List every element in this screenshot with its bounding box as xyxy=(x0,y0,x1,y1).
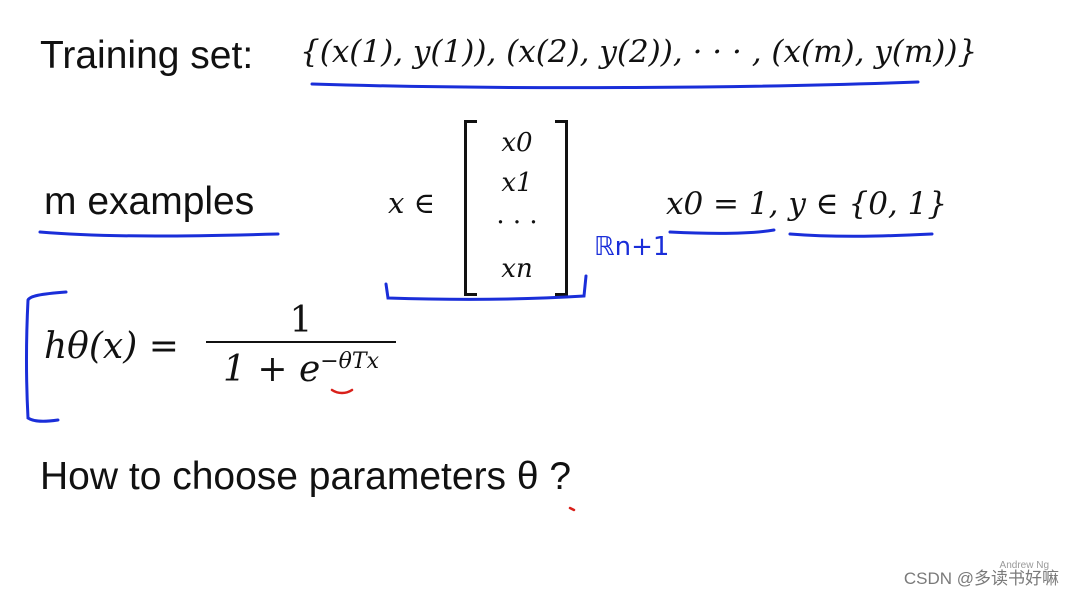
theta-red-mark xyxy=(330,388,354,395)
condition-expression: x0 = 1, y ∈ {0, 1} xyxy=(666,186,948,222)
vector-entry-n: xn xyxy=(501,254,533,284)
underline-x0 xyxy=(668,228,776,235)
watermark-text: CSDN @多读书好嘛 xyxy=(903,569,1059,588)
hypothesis-bracket xyxy=(25,290,68,423)
underline-y-set xyxy=(788,232,934,238)
underline-m-examples xyxy=(38,230,280,238)
vector-underbrace xyxy=(384,274,588,301)
denominator-exponent: −θTx xyxy=(320,349,380,374)
fraction-numerator: 1 xyxy=(289,300,313,341)
sigmoid-fraction: 1 1 + e−θTx xyxy=(206,300,396,390)
training-set-expression: {(x(1), y(1)), (x(2), y(2)), · · · , (x(… xyxy=(300,34,978,70)
vector-left-bracket xyxy=(464,120,477,296)
fraction-denominator: 1 + e−θTx xyxy=(206,341,396,390)
vector-entry-1: x1 xyxy=(501,168,533,198)
signature-text: Andrew Ng xyxy=(999,560,1049,571)
question-text: How to choose parameters θ ? xyxy=(40,455,572,498)
handwritten-rn-note: ℝn+1 xyxy=(594,232,670,262)
training-set-label: Training set: xyxy=(40,34,254,77)
m-examples-label: m examples xyxy=(44,180,255,223)
x-in-label: x ∈ xyxy=(388,186,436,220)
vector-entry-0: x0 xyxy=(501,128,533,158)
denominator-base: 1 + e xyxy=(222,349,321,390)
hypothesis-lhs: hθ(x) = xyxy=(44,326,179,367)
underline-training-set xyxy=(310,80,920,90)
vector-right-bracket xyxy=(555,120,568,296)
vector-entry-dots: · · · xyxy=(496,208,538,238)
red-dot-mark xyxy=(568,506,576,512)
